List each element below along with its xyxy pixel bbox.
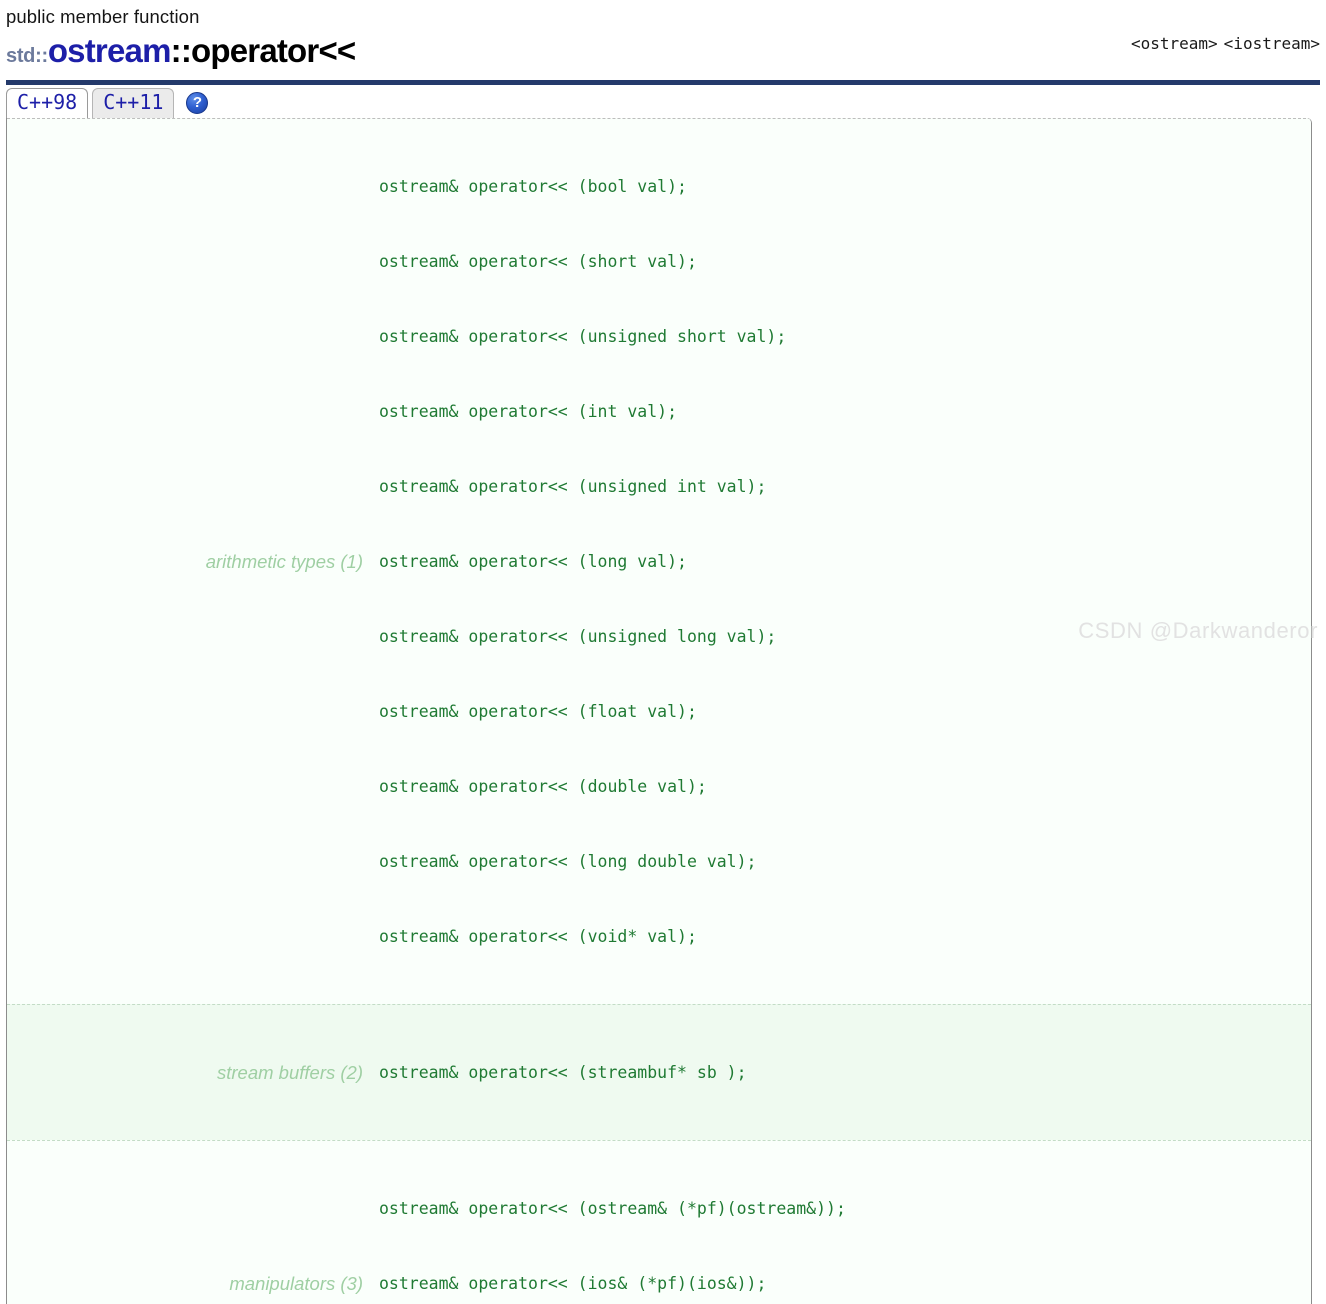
signature-group-lines: ostream& operator<< (bool val); ostream&… (379, 119, 1311, 1004)
signature-line: ostream& operator<< (unsigned short val)… (379, 327, 787, 346)
include-iostream: <iostream> (1223, 34, 1320, 53)
tab-cpp11[interactable]: C++11 (92, 88, 175, 118)
page-header: public member function std::ostream::ope… (0, 0, 1326, 80)
title-member-name: ::operator<< (170, 32, 357, 69)
signature-group-lines: ostream& operator<< (ostream& (*pf)(ostr… (379, 1141, 1311, 1304)
help-icon[interactable]: ? (186, 92, 209, 114)
signature-line: ostream& operator<< (streambuf* sb ); (379, 1063, 747, 1082)
signature-line: ostream& operator<< (float val); (379, 702, 697, 721)
signature-line: ostream& operator<< (short val); (379, 252, 697, 271)
signature-group-lines: ostream& operator<< (streambuf* sb ); (379, 1005, 1311, 1140)
signature-group-label: manipulators (3) (229, 1272, 363, 1294)
signature-table: arithmetic types (1) ostream& operator<<… (6, 118, 1312, 1304)
include-ostream: <ostream> (1130, 34, 1218, 53)
signature-line: ostream& operator<< (bool val); (379, 177, 687, 196)
signature-line: ostream& operator<< (void* val); (379, 927, 697, 946)
header-includes: <ostream> <iostream> (1125, 34, 1320, 53)
signature-line: ostream& operator<< (unsigned long val); (379, 627, 777, 646)
function-kind-label: public member function (6, 6, 200, 27)
signature-group-manipulators: manipulators (3) ostream& operator<< (os… (7, 1140, 1311, 1304)
signature-line: ostream& operator<< (int val); (379, 402, 678, 421)
signature-line: ostream& operator<< (ostream& (*pf)(ostr… (379, 1199, 846, 1218)
page-title: std::ostream::operator<< (6, 32, 1326, 70)
signature-line: ostream& operator<< (unsigned int val); (379, 477, 767, 496)
signature-group-stream-buffers: stream buffers (2) ostream& operator<< (… (7, 1004, 1311, 1140)
signature-group-label: stream buffers (2) (217, 1061, 363, 1083)
signature-line: ostream& operator<< (ios& (*pf)(ios&)); (379, 1274, 767, 1293)
signature-table-top-edge (7, 118, 1311, 119)
signature-group-label: arithmetic types (1) (205, 550, 363, 572)
help-icon-glyph: ? (192, 94, 203, 111)
signature-line: ostream& operator<< (long val); (379, 552, 687, 571)
tab-cpp98[interactable]: C++98 (6, 88, 89, 118)
signature-group-arithmetic-types: arithmetic types (1) ostream& operator<<… (7, 119, 1311, 1004)
header-divider-rule (6, 80, 1320, 85)
title-class-name: ostream (47, 32, 172, 69)
title-namespace: std:: (6, 45, 48, 67)
signature-line: ostream& operator<< (long double val); (379, 852, 757, 871)
signature-line: ostream& operator<< (double val); (379, 777, 707, 796)
